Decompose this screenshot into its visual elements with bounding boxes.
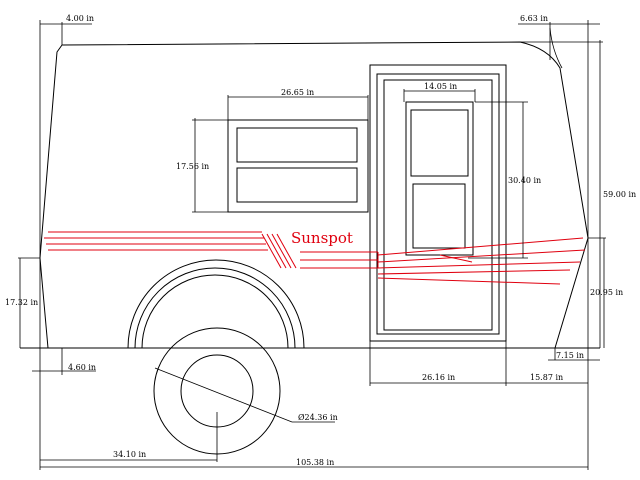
dim-axle-position: 34.10 in [113, 450, 146, 459]
decorative-stripes [44, 231, 586, 285]
dim-front-lower-height: 17.32 in [5, 298, 38, 307]
side-window [227, 119, 369, 213]
entry-door [369, 64, 507, 342]
dim-rear-lower-height: 20.95 in [590, 288, 623, 297]
brand-logo-text: Sunspot [291, 229, 353, 247]
dim-front-bottom-offset: 4.60 in [68, 363, 96, 372]
trailer-body-outline [20, 41, 600, 349]
dim-front-top-offset: 4.00 in [66, 14, 94, 23]
dimension-lines [18, 20, 606, 470]
dim-overall-length: 105.38 in [296, 458, 334, 467]
dim-wheel-diameter: Ø24.36 in [298, 413, 338, 422]
dim-window-width: 26.65 in [281, 88, 314, 97]
dimension-labels: 4.00 in 6.63 in 26.65 in 17.56 in 14.05 … [5, 14, 636, 467]
dim-rear-bottom-offset: 7.15 in [556, 351, 584, 360]
dim-window-height: 17.56 in [176, 162, 209, 171]
dim-door-window-height: 30.40 in [508, 176, 541, 185]
dim-overall-height: 59.00 in [603, 190, 636, 199]
dim-door-window-width: 14.05 in [424, 82, 457, 91]
wheel-well [127, 259, 305, 349]
dim-door-width: 26.16 in [422, 373, 455, 382]
dim-rear-top-offset: 6.63 in [520, 14, 548, 23]
dim-door-to-rear: 15.87 in [530, 373, 563, 382]
